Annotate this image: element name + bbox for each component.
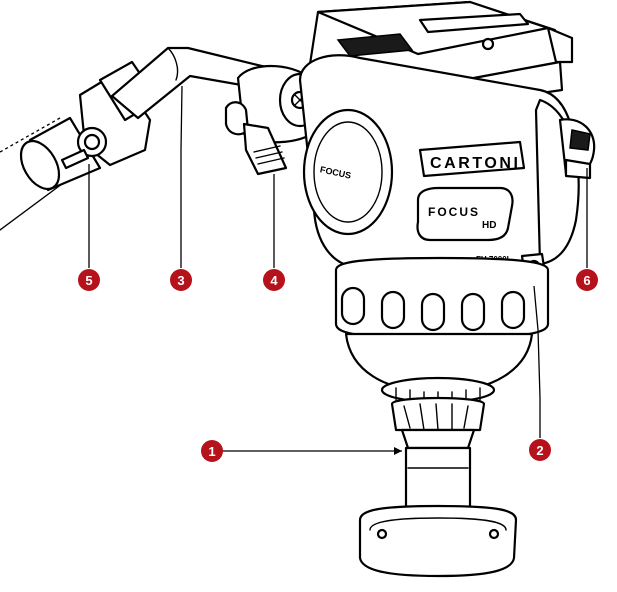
callout-4: 4 [263, 269, 285, 291]
svg-text:6: 6 [583, 273, 590, 288]
pan-drag-ring [334, 256, 550, 340]
callout-1: 1 [201, 440, 223, 462]
pan-bar-socket [224, 64, 322, 176]
callout-3: 3 [170, 269, 192, 291]
head-body: CARTONI FOCUS HD FH 7000L FOCUS [298, 0, 596, 286]
model-badge-suffix: HD [482, 220, 496, 231]
pan-bar-clamp-knob [60, 126, 108, 170]
svg-text:3: 3 [177, 273, 184, 288]
callout-6: 6 [576, 269, 598, 291]
svg-text:1: 1 [208, 444, 215, 459]
svg-text:2: 2 [536, 443, 543, 458]
side-disc: FOCUS [302, 108, 394, 236]
brand-maker-label: CARTONI [430, 155, 518, 172]
svg-text:4: 4 [270, 273, 278, 288]
leader-lines [88, 85, 588, 455]
svg-text:5: 5 [85, 273, 92, 288]
tilt-drag-knob [558, 118, 596, 180]
head-bowl [344, 332, 534, 405]
pan-bar [0, 46, 272, 231]
tilt-lock-lever [242, 122, 288, 176]
callout-2: 2 [529, 439, 551, 461]
model-badge-label: FOCUS [428, 205, 478, 219]
callout-5: 5 [78, 269, 100, 291]
flat-base-adapter [358, 396, 518, 578]
